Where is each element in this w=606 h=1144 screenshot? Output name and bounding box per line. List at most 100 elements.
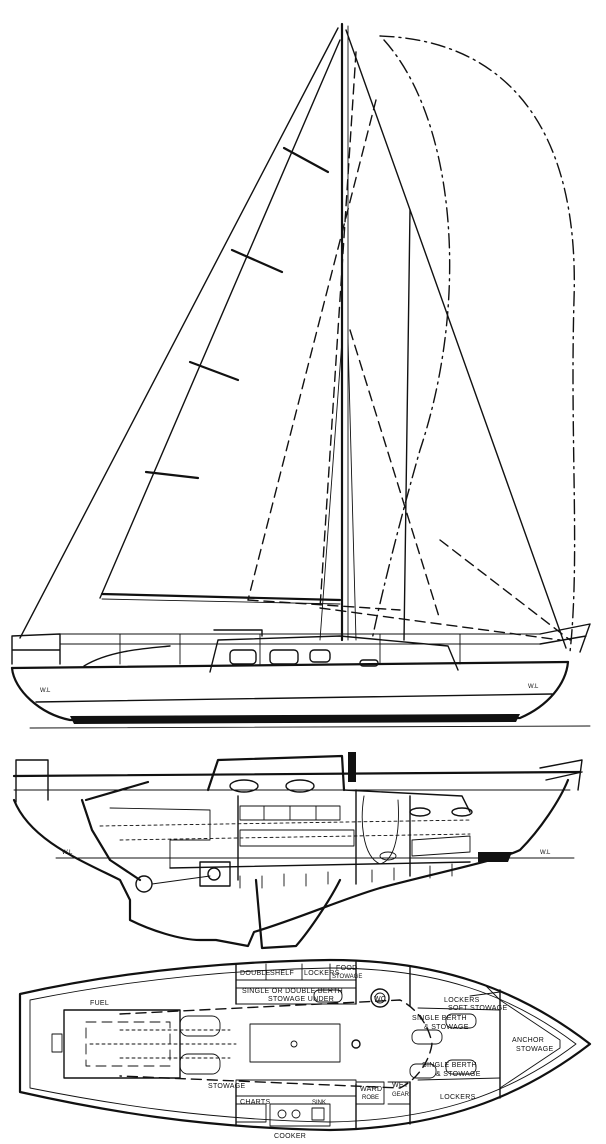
portlight (285, 779, 315, 793)
plan-chain-locker (499, 999, 561, 1089)
plan-galley (269, 1103, 331, 1127)
mast-foot (348, 752, 356, 782)
cabin-window (309, 649, 331, 663)
waterline-label-fwd: W.L (528, 684, 539, 690)
portlight (229, 779, 259, 793)
plan-wardrobe (355, 1081, 385, 1105)
lower-shroud (319, 339, 343, 641)
plan-cushion (445, 1059, 477, 1075)
profile-pulpit (539, 759, 583, 791)
batten (188, 360, 240, 382)
profile-sheer (12, 770, 582, 778)
label-lockers-bottom: LOCKERS (440, 1094, 476, 1101)
plan-hidden-lines (89, 1029, 237, 1059)
plan-mast-step (351, 1039, 361, 1049)
doghouse (213, 629, 263, 637)
pulpit (539, 623, 591, 653)
lifeline (59, 633, 541, 645)
plan-top-lockers (235, 963, 357, 981)
staysail-leech (403, 209, 411, 641)
plan-cushion (445, 1013, 477, 1029)
hull-profile (10, 660, 570, 722)
interior-settee (239, 829, 355, 847)
spinnaker-foot (439, 539, 571, 641)
forestay (345, 29, 567, 649)
profile-waterline-label-aft: W.L (62, 850, 73, 856)
keel-stripe (70, 714, 520, 724)
profile-cabin-top (206, 754, 346, 792)
label-single-or-double-berth: SINGLE OR DOUBLE BERTH (242, 988, 343, 995)
label-gear: GEAR (392, 1092, 410, 1098)
fwd-cabin-bunk (411, 835, 471, 857)
plan-cockpit-seat (85, 1021, 171, 1067)
label-shelf: SHELF (270, 970, 294, 977)
plan-v-berth (417, 1007, 501, 1081)
boot-top (35, 693, 553, 703)
jib-leech (319, 51, 357, 609)
boom (100, 592, 342, 602)
plan-fwd-lockers (469, 985, 501, 1001)
profile-boot-top (478, 852, 512, 862)
plan-cooker-burner (291, 1109, 301, 1119)
label-lockers-right: LOCKERS (444, 997, 480, 1004)
profile-cabin-top-fwd (343, 789, 471, 813)
rudder-post (80, 798, 142, 882)
propeller-shaft (151, 875, 211, 885)
label-wet: WET (392, 1082, 409, 1089)
plan-table-post (290, 1040, 298, 1048)
portlight (409, 807, 431, 817)
label-charts: CHARTS (240, 1099, 270, 1106)
engine (199, 861, 231, 887)
label-soft: SOFT (448, 1005, 468, 1012)
label-single-berth-2: SINGLE BERTH (422, 1062, 477, 1069)
label-stowage-2: & STOWAGE (436, 1071, 481, 1078)
waterline-label-aft: W.L (40, 688, 51, 694)
batten (230, 248, 284, 274)
plan-cushion (179, 1015, 221, 1037)
inboard-profile: W.L W.L (12, 752, 583, 950)
hull-sheer (10, 660, 570, 670)
profile-keel (254, 878, 342, 950)
mainsail-leech (99, 39, 341, 599)
label-food: FOOD (336, 965, 357, 972)
genoa-foot (247, 599, 401, 611)
plan-tiller-box (51, 1033, 63, 1053)
cabin-trunk (209, 635, 459, 673)
lower-shroud (347, 339, 357, 641)
tiller (84, 780, 150, 802)
jib-foot (319, 607, 561, 641)
sail-plan: W.L W.L (10, 22, 591, 729)
plan-settee-stbd (235, 1079, 357, 1097)
plan-wc-inner (374, 992, 386, 1004)
wc-compartment (361, 795, 399, 865)
spinnaker (379, 35, 576, 653)
profile-waterline-label-fwd: W.L (540, 850, 551, 856)
profile-hull (12, 778, 570, 948)
plan-chart-table (235, 1103, 267, 1123)
plan-deck-edge (29, 967, 577, 1123)
batten (144, 470, 200, 480)
label-cooker: COOKER (274, 1133, 306, 1140)
interior-bulkhead (237, 789, 411, 885)
label-stowage-left: STOWAGE (208, 1083, 246, 1090)
label-stowage-1: & STOWAGE (424, 1024, 469, 1031)
label-fuel: FUEL (90, 1000, 109, 1007)
label-single-berth-1: SINGLE BERTH (412, 1015, 467, 1022)
interior-sole (169, 861, 471, 869)
plan-wet-gear (387, 1081, 411, 1105)
label-anchor-stowage: STOWAGE (516, 1046, 554, 1053)
spinnaker-inner (371, 39, 451, 641)
floor-frames (239, 863, 453, 889)
label-ward: WARD (360, 1086, 382, 1093)
staysail-luff (349, 329, 441, 621)
plan-hull (18, 958, 592, 1132)
plan-cushion (409, 1063, 437, 1079)
label-soft-stowage: STOWAGE (470, 1005, 508, 1012)
genoa-leech (247, 99, 377, 601)
label-anchor: ANCHOR (512, 1037, 544, 1044)
cabin-window (229, 649, 257, 665)
backstay (19, 27, 339, 639)
ground-line (29, 725, 591, 729)
cockpit-coaming (83, 645, 171, 667)
